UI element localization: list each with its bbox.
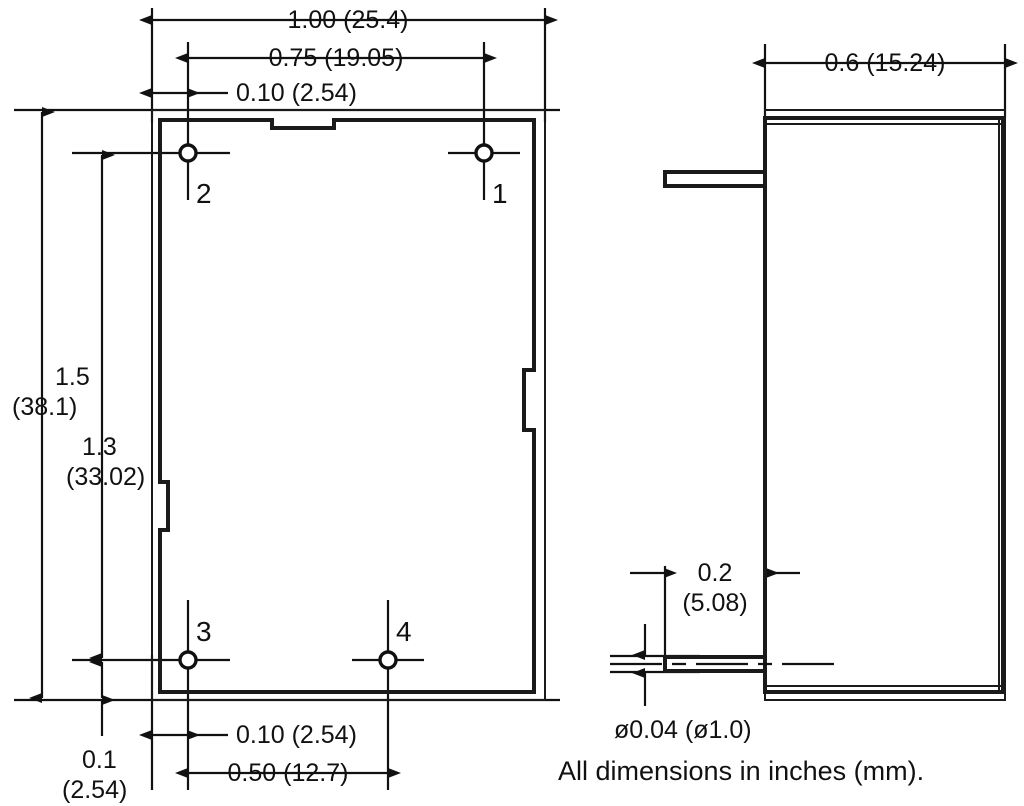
- dim-pin-diameter: ø0.04 (ø1.0): [614, 624, 752, 744]
- dim-overall-width-label: 1.00 (25.4): [288, 6, 409, 34]
- dim-hole-pitch-horizontal: 0.75 (19.05): [175, 44, 497, 72]
- pin-label-1: 1: [492, 178, 508, 209]
- dim-hole-pitch-vertical-label-2: (33.02): [66, 463, 145, 491]
- dim-edge-to-hole-top: 0.10 (2.54): [139, 79, 357, 107]
- hole-pin-4: [378, 650, 398, 670]
- dim-edge-to-hole-bottom-label: 0.10 (2.54): [236, 721, 357, 749]
- dim-hole-pitch-vertical-label-1: 1.3: [82, 433, 117, 461]
- dim-bottom-hole-pitch: 0.50 (12.7): [175, 759, 401, 787]
- mounting-holes: [178, 143, 494, 670]
- top-view-body-outline: [151, 109, 546, 701]
- dim-side-depth-label: 0.6 (15.24): [825, 49, 946, 77]
- dim-edge-to-hole-top-label: 0.10 (2.54): [236, 79, 357, 107]
- dim-bottom-hole-pitch-label: 0.50 (12.7): [228, 759, 349, 787]
- pin-label-3: 3: [196, 616, 212, 647]
- dim-edge-to-hole-bottom: 0.10 (2.54): [139, 721, 357, 749]
- dim-pin-offset-label-1: 0.2: [698, 559, 733, 587]
- dim-bottom-offset: 0.1 (2.54): [62, 657, 127, 804]
- dim-pin-offset-label-2: (5.08): [682, 589, 747, 617]
- pin-label-4: 4: [396, 616, 412, 647]
- dim-hole-pitch-horizontal-label: 0.75 (19.05): [269, 44, 404, 72]
- dim-overall-height-label-2: (38.1): [12, 393, 77, 421]
- dim-overall-height-label-1: 1.5: [55, 363, 90, 391]
- side-view-leads: [610, 170, 840, 673]
- hole-pin-2: [178, 143, 198, 163]
- side-view-body-outline: [763, 109, 1006, 701]
- lead-upper: [663, 170, 767, 188]
- pin-number-labels: 2 1 3 4: [196, 178, 508, 647]
- dim-bottom-offset-label-2: (2.54): [62, 776, 127, 804]
- top-view-extension-lines: [14, 8, 560, 790]
- dim-bottom-offset-label-1: 0.1: [82, 746, 117, 774]
- dim-side-depth: 0.6 (15.24): [752, 49, 1018, 77]
- dim-pin-offset: 0.2 (5.08): [630, 559, 800, 617]
- dim-overall-height: 1.5 (38.1): [12, 107, 90, 703]
- dim-pin-diameter-label: ø0.04 (ø1.0): [614, 716, 752, 744]
- hole-pin-1: [474, 143, 494, 163]
- hole-pin-3: [178, 650, 198, 670]
- pin-label-2: 2: [196, 178, 212, 209]
- units-note: All dimensions in inches (mm).: [558, 756, 924, 786]
- dim-hole-pitch-vertical: 1.3 (33.02): [66, 150, 145, 663]
- side-view-extension-lines: [610, 44, 1007, 674]
- dim-overall-width: 1.00 (25.4): [139, 6, 558, 34]
